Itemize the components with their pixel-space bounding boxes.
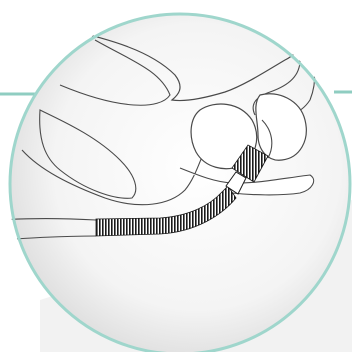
- illustration-stage: [0, 0, 352, 352]
- endoscope-anatomy-illustration: [0, 0, 352, 352]
